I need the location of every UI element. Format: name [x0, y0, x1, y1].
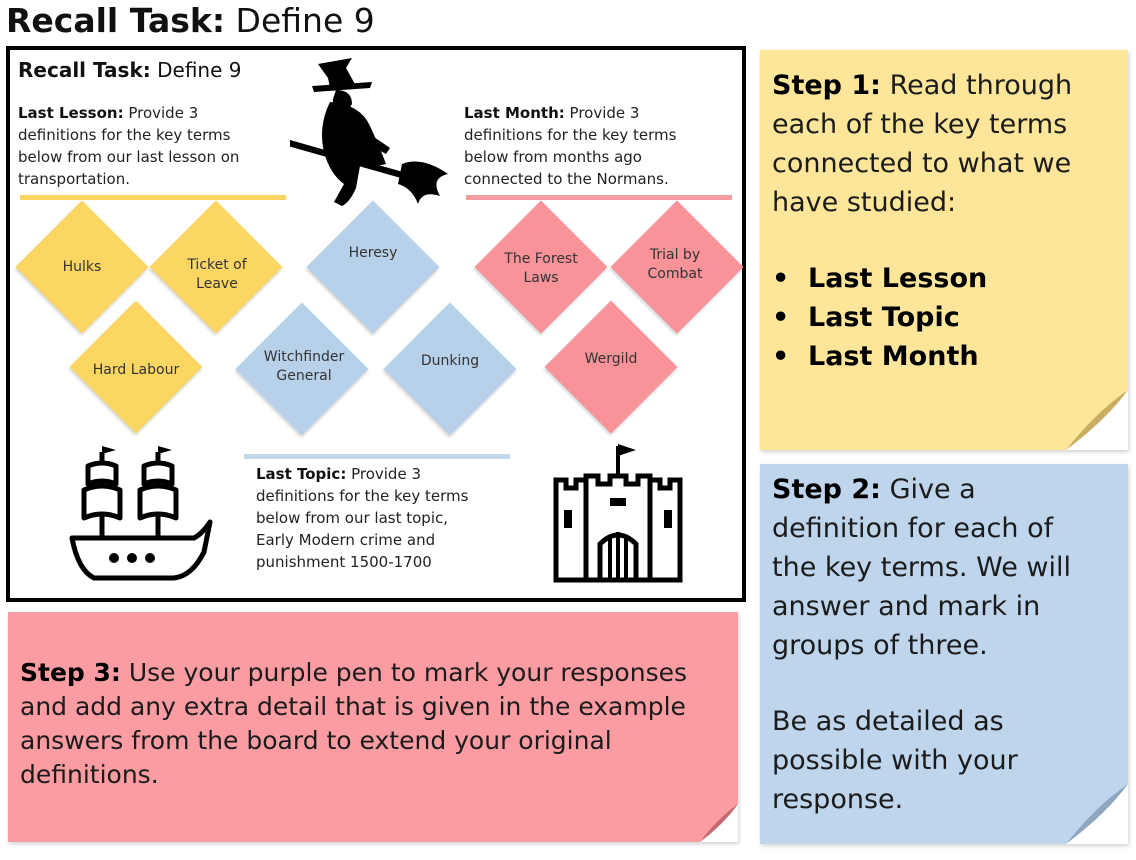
card-label-trial-by-combat: Trial by Combat	[647, 247, 703, 282]
castle-icon	[553, 444, 683, 583]
step2-text: Step 2: Give a definition for each of th…	[772, 474, 1071, 661]
step3-text: Step 3: Use your purple pen to mark your…	[20, 658, 687, 789]
card-label-heresy: Heresy	[348, 245, 398, 261]
page-curl-icon	[1066, 784, 1128, 844]
step1-bullets: •Last Lesson •Last Topic •Last Month	[772, 259, 987, 376]
step1-note: Step 1: Read through each of the key ter…	[760, 50, 1128, 450]
step2-note: Step 2: Give a definition for each of th…	[760, 464, 1128, 844]
bullet-last-month: •Last Month	[772, 341, 979, 372]
step3-note: Step 3: Use your purple pen to mark your…	[8, 612, 738, 842]
card-label-wergild: Wergild	[584, 351, 638, 367]
card-label-hard-labour: Hard Labour	[92, 362, 180, 378]
last-month-bar	[466, 195, 732, 200]
card-heresy	[306, 200, 440, 334]
page-curl-icon	[700, 804, 738, 842]
card-label-ticket-of-leave: Ticket of Leave	[187, 257, 247, 292]
witch-on-broom-icon	[290, 58, 448, 206]
step2-text-2: Be as detailed as possible with your res…	[772, 706, 1018, 815]
last-lesson-bar	[20, 195, 286, 200]
last-lesson-instructions: Last Lesson: Provide 3 definitions for t…	[18, 104, 240, 188]
frame-title: Recall Task: Define 9	[18, 58, 242, 82]
page-curl-icon	[1066, 390, 1128, 450]
card-label-witchfinder-general: Witchfinder General	[263, 349, 345, 384]
sailing-ship-icon	[69, 446, 213, 581]
bullet-last-lesson: •Last Lesson	[772, 263, 988, 294]
page-title: Recall Task: Define 9	[6, 1, 375, 40]
last-topic-instructions: Last Topic: Provide 3 definitions for th…	[256, 465, 469, 571]
last-topic-bar	[244, 454, 510, 459]
card-label-the-forest-laws: The Forest Laws	[504, 251, 578, 286]
step1-text: Step 1: Read through each of the key ter…	[772, 70, 1073, 218]
card-label-dunking: Dunking	[420, 353, 480, 369]
recall-task-frame: Recall Task: Define 9 Last Lesson: Provi…	[6, 46, 746, 602]
bullet-last-topic: •Last Topic	[772, 302, 960, 333]
card-label-hulks: Hulks	[62, 259, 102, 275]
last-month-instructions: Last Month: Provide 3 definitions for th…	[464, 104, 677, 188]
